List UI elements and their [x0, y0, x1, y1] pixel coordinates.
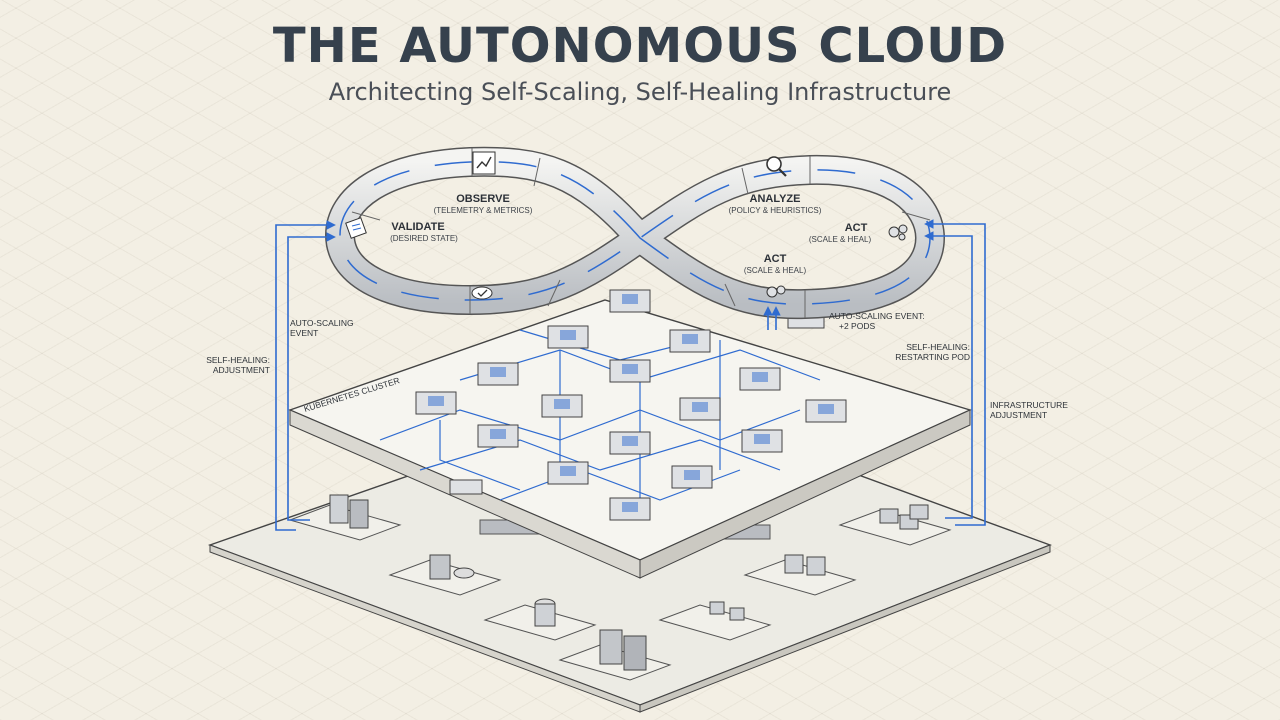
line-chart-icon — [472, 151, 496, 175]
self-healing-left-line2: ADJUSTMENT — [213, 365, 270, 375]
magnifier-icon — [766, 156, 787, 177]
validate-sublabel: (DESIRED STATE) — [390, 234, 458, 243]
auto-scaling-right-line2: +2 PODS — [839, 321, 875, 331]
gears-icon-bottom — [766, 285, 786, 298]
act-right-sublabel: (SCALE & HEAL) — [809, 235, 872, 244]
annotations: AUTO-SCALING EVENT SELF-HEALING: ADJUSTM… — [206, 311, 1068, 420]
observe-sublabel: (TELEMETRY & METRICS) — [434, 206, 533, 215]
act-bottom-label: ACT — [764, 253, 787, 265]
observe-label: OBSERVE — [456, 193, 510, 205]
validate-label: VALIDATE — [391, 221, 444, 233]
auto-scaling-right-line1: AUTO-SCALING EVENT: — [829, 311, 925, 321]
analyze-sublabel: (POLICY & HEURISTICS) — [729, 206, 822, 215]
page-title: THE AUTONOMOUS CLOUD — [272, 18, 1008, 74]
self-healing-left-line1: SELF-HEALING: — [206, 355, 270, 365]
act-bottom-sublabel: (SCALE & HEAL) — [744, 266, 807, 275]
pod-group — [415, 289, 847, 521]
self-healing-right-line2: RESTARTING POD — [895, 352, 970, 362]
server-rack-group — [288, 494, 952, 681]
check-icon — [471, 286, 493, 300]
auto-scaling-left-line1: AUTO-SCALING — [290, 318, 354, 328]
checklist-icon — [345, 217, 367, 239]
analyze-label: ANALYZE — [750, 193, 801, 205]
act-right-label: ACT — [845, 222, 868, 234]
auto-scaling-left-line2: EVENT — [290, 328, 318, 338]
self-healing-right-line1: SELF-HEALING: — [906, 342, 970, 352]
infra-adjustment-line1: INFRASTRUCTURE — [990, 400, 1068, 410]
gears-icon — [888, 224, 908, 241]
autonomous-control-loop: OBSERVE (TELEMETRY & METRICS) VALIDATE (… — [324, 146, 946, 320]
page-subtitle: Architecting Self-Scaling, Self-Healing … — [328, 78, 952, 106]
infra-adjustment-line2: ADJUSTMENT — [990, 410, 1047, 420]
feedback-arrows — [275, 219, 986, 531]
